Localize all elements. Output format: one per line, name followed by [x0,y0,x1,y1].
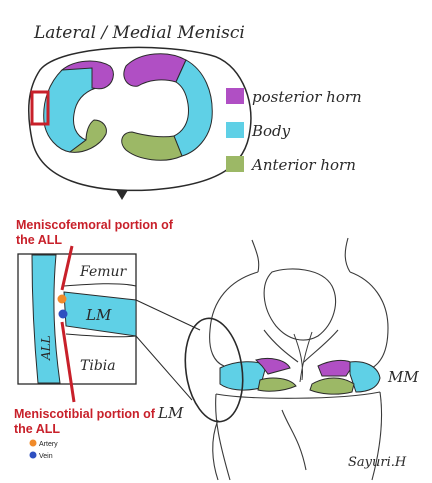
signature: Sayuri.H [348,455,407,470]
meniscotibial-pointer [60,321,76,403]
medial-meniscus-body [173,59,213,157]
inset-label-all: ALL [39,335,53,361]
patella [263,268,336,341]
tibial-plateau [215,391,381,399]
inset-label-femur: Femur [79,264,128,280]
meniscofemoral-label-line1: Meniscofemoral portion of [16,218,174,232]
artery-legend-dot [29,439,37,447]
artery-dot [57,294,67,304]
knee-mm-body [349,361,381,393]
inset-connector-top [135,299,201,331]
legend-label-body: Body [251,122,291,140]
vein-legend-dot [29,451,37,459]
knee-label-lm: LM [157,404,184,422]
knee-mm-anterior [309,377,355,395]
lateral-meniscus-anterior-horn [68,119,107,153]
all-band [31,254,61,384]
knee-label-mm: MM [387,368,419,386]
artery-legend-label: Artery [39,441,58,448]
tibial-tuberosity [281,409,307,471]
meniscotibial-label-line2: the ALL [14,422,60,436]
diagram-title: Lateral / Medial Menisci [33,23,245,43]
down-arrow-icon [116,190,128,200]
vein-legend-label: Vein [39,453,53,460]
legend-label-posterior: posterior horn [252,88,362,106]
zoom-circle [184,317,244,423]
intercondylar-lines [263,329,339,363]
all-location-box [30,90,50,126]
meniscofemoral-label-line2: the ALL [16,233,62,247]
vein-dot [58,309,68,319]
medial-meniscus [121,53,213,161]
legend-label-anterior: Anterior horn [250,156,356,174]
inset-label-tibia: Tibia [80,358,116,374]
medial-meniscus-anterior-horn [121,131,183,161]
knee-lm-anterior [257,377,297,392]
lateral-meniscus-posterior-horn [60,60,114,90]
femur-line [63,283,137,287]
meniscotibial-label-line1: Meniscotibial portion of [14,407,156,421]
femur-shaft [251,237,351,273]
inset-label-lm: LM [85,306,112,324]
femoral-condyles [209,271,389,369]
medial-meniscus-posterior-horn [123,53,187,87]
meniscofemoral-pointer [60,245,74,291]
color-legend: posterior horn Body Anterior horn [226,88,362,174]
menisci-axial-view [27,46,252,192]
cruciate-ligaments [293,331,313,383]
tibia-line [65,333,137,338]
inset-connector-bottom [135,335,193,401]
fibula [212,419,219,481]
legend-swatch-body [226,122,244,138]
inset-detail: Femur LM Tibia ALL [17,253,137,385]
knee-mm-posterior [317,359,355,377]
legend-swatch-posterior [226,88,244,104]
knee-illustration [209,237,389,481]
tibia-shaft [215,391,383,481]
lateral-meniscus [43,60,114,153]
knee-lm-posterior [255,357,291,375]
legend-swatch-anterior [226,156,244,172]
knee-menisci [219,331,381,395]
